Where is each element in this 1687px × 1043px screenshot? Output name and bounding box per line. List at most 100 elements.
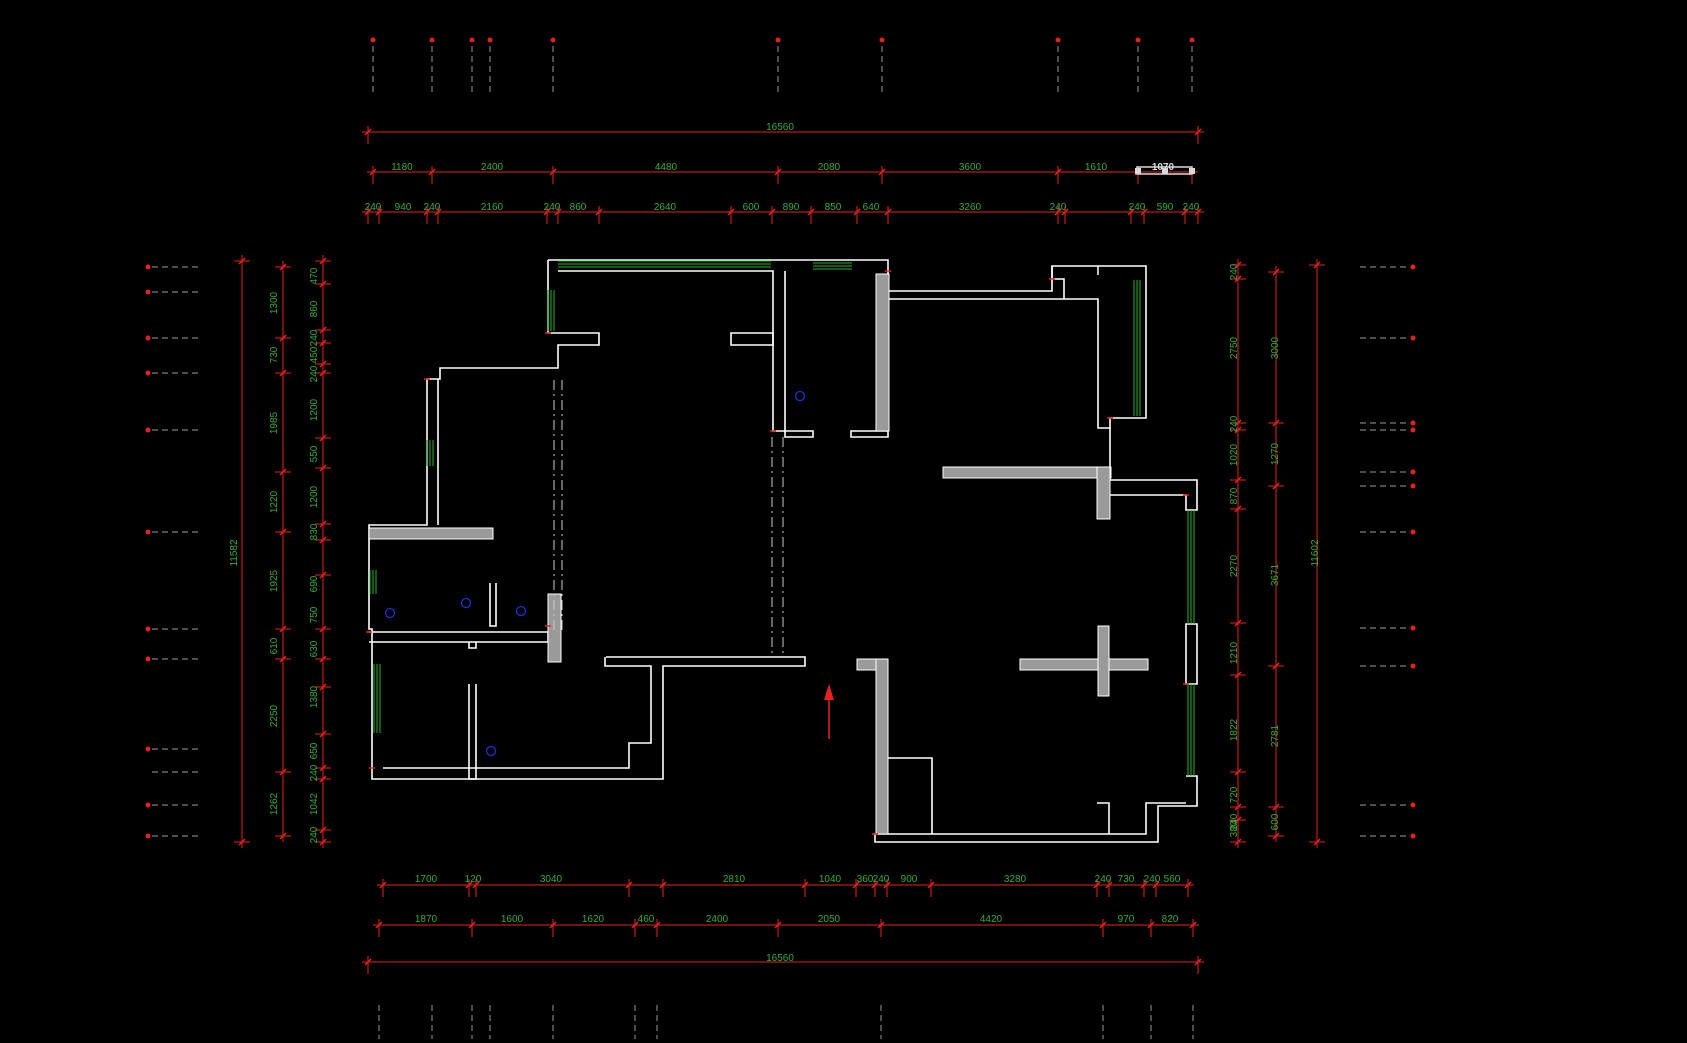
dim-left-row2-9: 690: [309, 575, 320, 592]
dim-left-row1-0: 1300: [269, 291, 280, 314]
axis-marker-left: [145, 626, 151, 632]
dim-top-row2-5: 860: [570, 202, 587, 213]
dim-chain-left-row2-slash: [319, 464, 327, 472]
dim-chain-right-row2-slash: [1234, 426, 1242, 434]
dim-chain-top-overall-slash: [364, 128, 372, 136]
dim-chain-left-row2-slash: [319, 775, 327, 783]
wall-outline-4: [730, 332, 774, 346]
dim-top-row2-13: 240: [1129, 202, 1146, 213]
circle-fixture-icon: [384, 607, 396, 619]
wall-outline-5: [850, 430, 889, 438]
wall-outline-16: [468, 684, 477, 780]
dim-chain-right-row2-slash: [1234, 619, 1242, 627]
dim-top-row1-0: 1180: [391, 162, 413, 173]
axis-marker-right: [1410, 625, 1416, 631]
axis-grid-markers: [145, 37, 1416, 1039]
dim-chain-top-row2-slash: [1054, 208, 1062, 216]
dim-chain-bottom-row1-slash: [927, 881, 935, 889]
dim-chain-left-row2-slash: [319, 536, 327, 544]
dim-chain-right-row2-slash: [1234, 768, 1242, 776]
wall-outline-3: [558, 270, 814, 438]
dim-bottom-row2-2: 1620: [582, 914, 605, 925]
dim-chain-top-row2-slash: [364, 208, 372, 216]
dim-bottom-row1-12: 560: [1164, 874, 1181, 885]
dim-chain-right-row1-slash: [1272, 419, 1280, 427]
dim-chain-bottom-row1-slash: [659, 881, 667, 889]
dim-bottom-row2-8: 820: [1162, 914, 1179, 925]
dim-chain-bottom-row2-slash: [774, 921, 782, 929]
axis-marker-right: [1410, 420, 1416, 426]
dim-bottom-row2-0: 1870: [415, 914, 438, 925]
dim-chain-top-row1-slash: [428, 168, 436, 176]
wall-outline-10: [874, 775, 1198, 843]
dim-right-row2-10: 380: [1229, 820, 1240, 837]
axis-marker-left: [145, 656, 151, 662]
dim-top-row1-5: 1610: [1085, 162, 1108, 173]
windows: [369, 260, 1195, 776]
dim-left-row2-15: 1042: [309, 792, 320, 815]
dim-chain-left-row2-slash: [319, 257, 327, 265]
dim-right-row2-9: 240: [1229, 813, 1240, 830]
axis-marker-right: [1410, 663, 1416, 669]
axis-marker-left: [145, 264, 151, 270]
axis-marker-left: [145, 802, 151, 808]
axis-marker-top: [550, 37, 556, 43]
dim-left-row1-2: 1985: [269, 411, 280, 434]
dim-left-row1-6: 2250: [269, 704, 280, 727]
axis-marker-right: [1410, 469, 1416, 475]
dim-chain-bottom-row1-slash: [883, 881, 891, 889]
dim-left-row2-11: 630: [309, 640, 320, 657]
dim-right-row2-8: 720: [1229, 786, 1240, 803]
dim-chain-top-row2-slash: [434, 208, 442, 216]
wall-outline-11: [887, 757, 933, 834]
dim-bottom-row1-7: 900: [901, 874, 918, 885]
dim-bottom-row1-0: 1700: [415, 874, 438, 885]
dim-right-row1-3: 2781: [1270, 724, 1281, 747]
dim-left-row1-4: 1925: [269, 569, 280, 592]
dim-chain-bottom-row2-slash: [1189, 921, 1197, 929]
dim-chain-bottom-row1-slash: [1105, 881, 1113, 889]
dim-chain-right-row2-slash: [1234, 275, 1242, 283]
dim-chain-bottom-row1-slash: [472, 881, 480, 889]
dim-chain-left-row2-slash: [319, 339, 327, 347]
dim-top-row2-0: 240: [365, 202, 382, 213]
dim-left-row2-4: 240: [309, 365, 320, 382]
dim-chain-left-row2-slash: [319, 520, 327, 528]
dim-chain-right-row2-slash: [1234, 803, 1242, 811]
dim-chain-right-overall-slash: [1313, 838, 1321, 846]
axis-marker-top: [1055, 37, 1061, 43]
dim-chain-top-overall-slash: [1194, 128, 1202, 136]
dim-left-row2-10: 750: [309, 606, 320, 623]
dim-chain-top-row2-slash: [727, 208, 735, 216]
dim-bottom-row1-3: 2810: [723, 874, 746, 885]
wall-fill-column: [875, 273, 890, 432]
dim-chain-left-row2-slash: [319, 655, 327, 663]
dim-chain-bottom-row1-slash: [1152, 881, 1160, 889]
dim-chain-right-row1-slash: [1272, 268, 1280, 276]
axis-marker-right: [1410, 529, 1416, 535]
dim-chain-left-overall-slash: [238, 257, 246, 265]
dim-chain-left-row2-slash: [319, 369, 327, 377]
wall-outline-7: [1051, 266, 1065, 299]
dim-left-row2-12: 1380: [309, 685, 320, 708]
dim-top-row1-6[interactable]: 1070: [1152, 162, 1175, 173]
selection-grip: [1189, 168, 1195, 174]
axis-marker-right: [1410, 264, 1416, 270]
dim-chain-right-row1-slash: [1272, 803, 1280, 811]
dim-chain-left-row2-slash: [319, 434, 327, 442]
dim-right-row1-4: 600: [1270, 813, 1281, 830]
dim-bottom-row1-2: 3040: [540, 874, 563, 885]
wall-outline-17: [468, 642, 477, 649]
dim-left-overall: 11582: [229, 539, 240, 567]
dim-left-row2-7: 1200: [309, 485, 320, 508]
dim-left-row2-16: 240: [309, 826, 320, 843]
dim-chain-left-row1-slash: [279, 528, 287, 536]
wall-outline-0: [368, 260, 806, 780]
dim-top-row2-3: 2160: [481, 202, 504, 213]
dim-left-row1-7: 1262: [269, 792, 280, 815]
dim-chain-bottom-row2-slash: [1147, 921, 1155, 929]
wall-outline-12: [1097, 802, 1110, 834]
dim-left-row2-0: 470: [309, 267, 320, 284]
